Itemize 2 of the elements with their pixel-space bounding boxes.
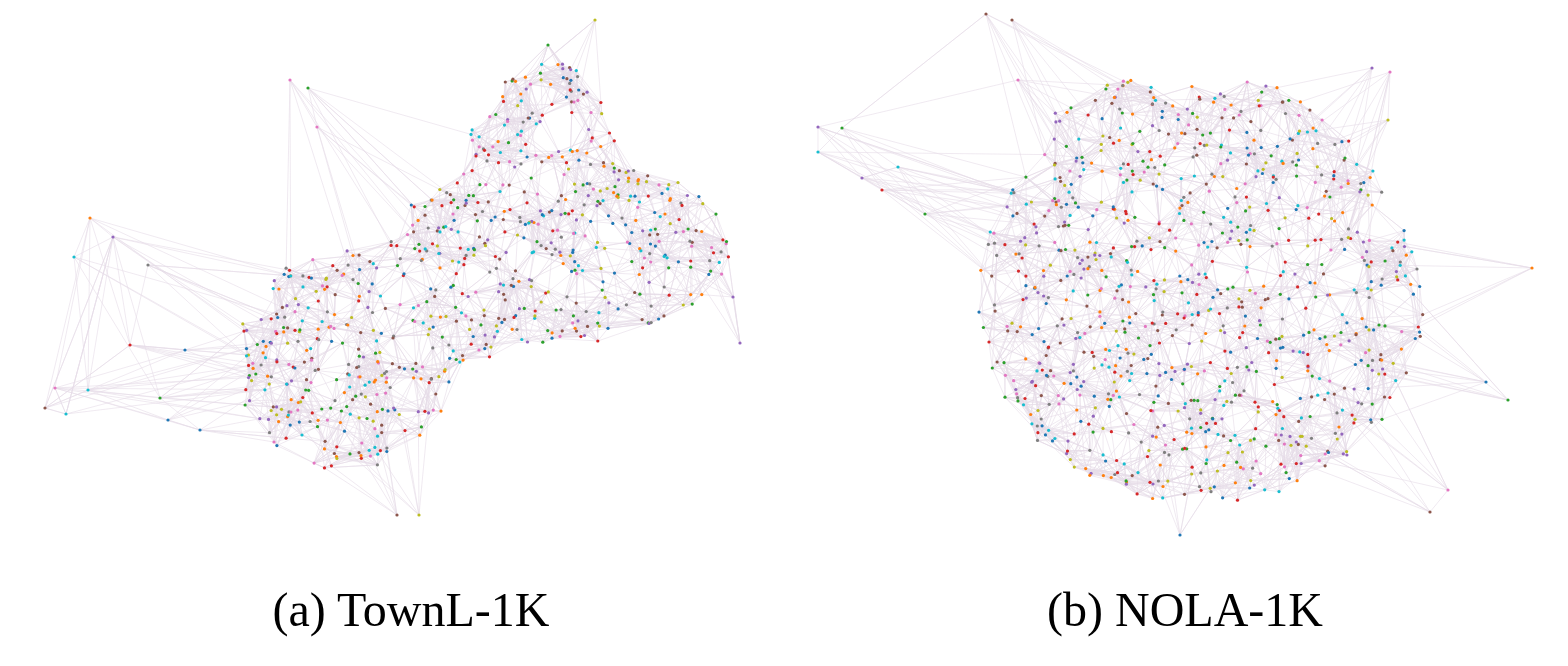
caption: (b) NOLA-1K [1047,582,1323,637]
caption: (a) TownL-1K [272,582,550,637]
